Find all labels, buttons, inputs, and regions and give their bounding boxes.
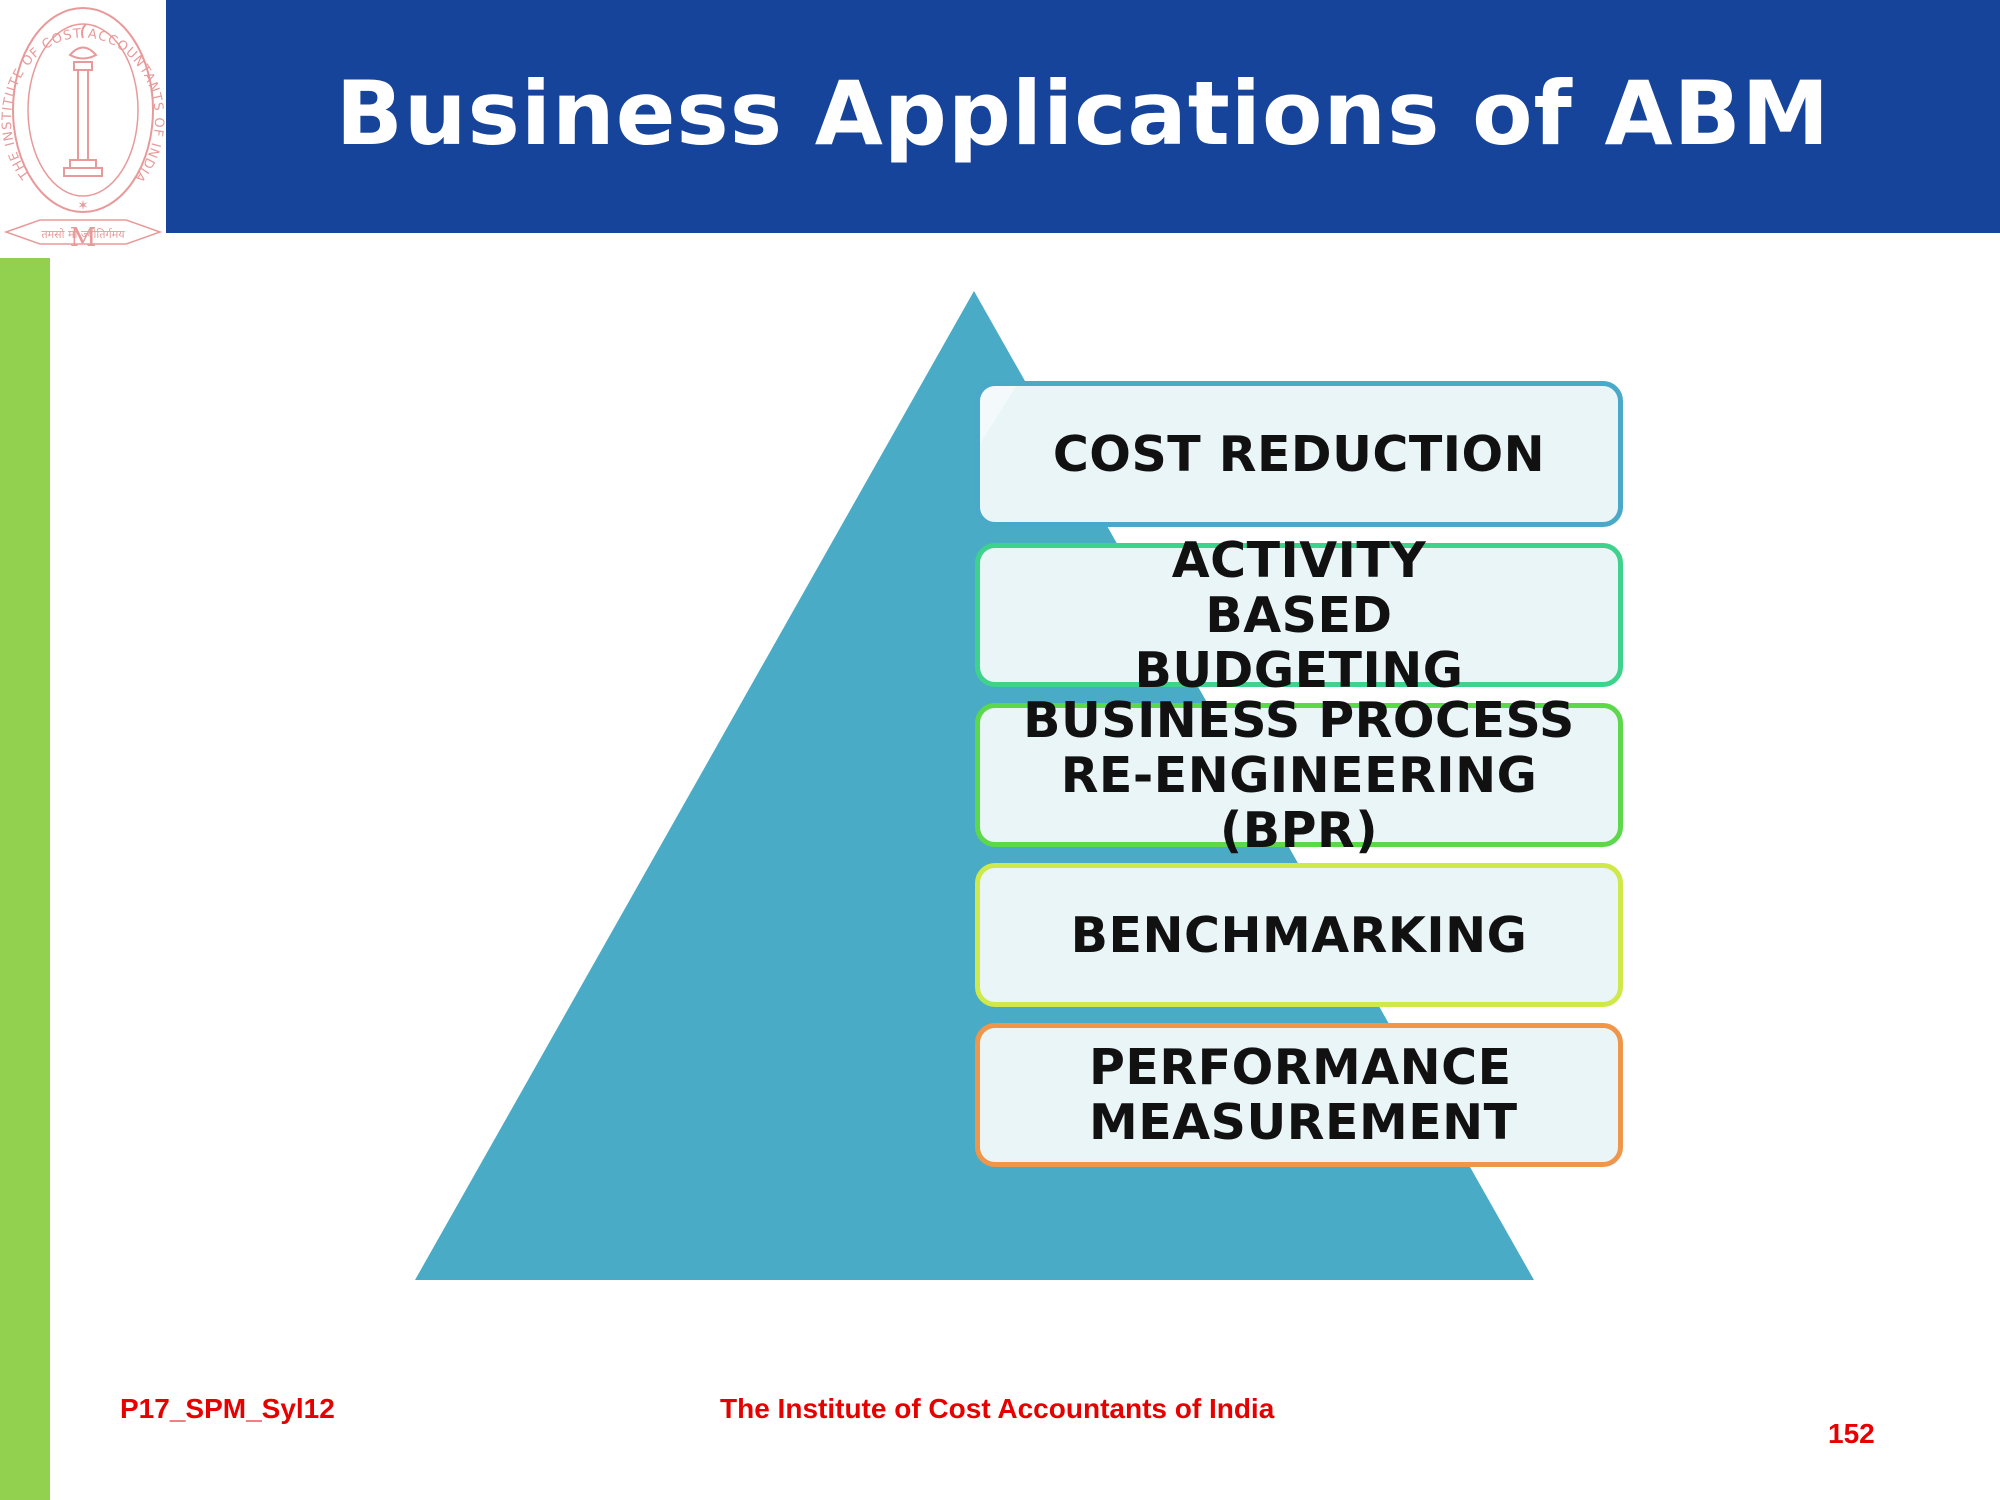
logo-motto: तमसो मा ज्योतिर्गमय — [41, 228, 125, 241]
level-label: BENCHMARKING — [1070, 906, 1528, 964]
pyramid-level-benchmarking: BENCHMARKING — [975, 863, 1623, 1007]
level-label: ACTIVITY BASED BUDGETING — [1134, 531, 1464, 699]
level-label: COST REDUCTION — [1052, 425, 1546, 483]
pyramid-level-cost-reduction: COST REDUCTION — [975, 381, 1623, 527]
pyramid-level-bpr: BUSINESS PROCESS RE-ENGINEERING (BPR) — [975, 693, 1623, 858]
level-label: BUSINESS PROCESS RE-ENGINEERING (BPR) — [1023, 691, 1575, 859]
page-number: 152 — [1828, 1418, 1875, 1449]
svg-text:✶: ✶ — [77, 198, 89, 214]
slide-title: Business Applications of ABM — [335, 62, 1831, 165]
footer-course-code: P17_SPM_Syl12 — [120, 1393, 335, 1424]
logo-emblem-icon: THE INSTITUTE OF COST ACCOUNTANTS OF IND… — [0, 7, 165, 253]
footer-organization: The Institute of Cost Accountants of Ind… — [720, 1393, 1275, 1424]
institute-logo: THE INSTITUTE OF COST ACCOUNTANTS OF IND… — [0, 0, 166, 258]
pyramid-level-activity-based-budgeting: ACTIVITY BASED BUDGETING — [975, 533, 1623, 698]
level-label: PERFORMANCE MEASUREMENT — [1089, 1039, 1518, 1151]
logo-emblem-letter: M — [70, 223, 97, 253]
pyramid-level-performance-measurement: PERFORMANCE MEASUREMENT — [975, 1023, 1623, 1167]
left-accent-bar — [0, 258, 50, 1500]
header-band — [166, 0, 2000, 233]
